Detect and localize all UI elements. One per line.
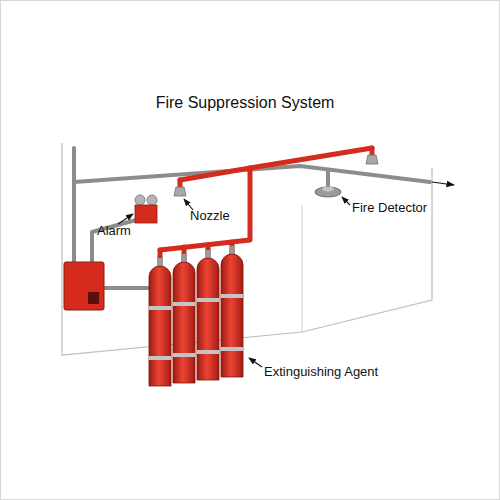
leader-arrow bbox=[249, 358, 262, 367]
cylinder-strap bbox=[149, 306, 171, 310]
gas-cylinder bbox=[197, 258, 219, 380]
cylinder-strap bbox=[197, 350, 219, 354]
gas-cylinder bbox=[173, 262, 195, 383]
alarm-bell bbox=[147, 195, 157, 205]
discharge-pipe bbox=[370, 148, 375, 155]
leader-arrow bbox=[118, 214, 133, 224]
conduit-pipe bbox=[92, 220, 136, 262]
cylinder-strap bbox=[221, 347, 243, 351]
room-corner-line bbox=[302, 205, 303, 332]
continuation-arrow bbox=[432, 182, 454, 185]
conduit-pipe bbox=[72, 148, 76, 262]
control-panel-symbol bbox=[64, 262, 104, 310]
conduit-pipe bbox=[104, 286, 149, 290]
discharge-pipe-group bbox=[160, 148, 372, 258]
discharge-pipe bbox=[180, 148, 372, 180]
part-label: Fire Detector bbox=[352, 201, 427, 216]
discharge-pipe bbox=[182, 247, 187, 254]
cylinder-strap bbox=[173, 302, 195, 306]
gas-cylinder bbox=[221, 254, 243, 377]
discharge-pipe bbox=[160, 168, 250, 250]
part-label: Nozzle bbox=[190, 209, 230, 224]
discharge-pipe bbox=[206, 245, 211, 250]
cylinder-strap bbox=[221, 294, 243, 298]
fire-detector-cap bbox=[322, 187, 334, 192]
control-panel-window bbox=[88, 292, 99, 304]
nozzle-symbol bbox=[366, 155, 378, 164]
discharge-pipe bbox=[158, 250, 163, 258]
part-label: Extinguishing Agent bbox=[264, 365, 378, 380]
conduit-pipe bbox=[326, 170, 330, 188]
cylinder-strap bbox=[173, 353, 195, 357]
alarm-bell bbox=[135, 195, 145, 205]
room-wall-outline bbox=[62, 143, 432, 355]
leader-arrow bbox=[342, 197, 350, 205]
conduit-group bbox=[74, 148, 430, 288]
nozzle-symbol bbox=[174, 187, 186, 196]
diagram-title: Fire Suppression System bbox=[0, 94, 490, 112]
discharge-pipe bbox=[178, 180, 183, 187]
alarm-symbol bbox=[135, 205, 157, 223]
cylinder-strap bbox=[197, 298, 219, 302]
gas-cylinder bbox=[149, 266, 171, 386]
fire-detector-symbol bbox=[315, 187, 341, 197]
discharge-pipe bbox=[230, 242, 235, 246]
cylinder-group bbox=[149, 246, 243, 386]
part-label: Alarm bbox=[97, 224, 131, 239]
leader-group bbox=[118, 197, 350, 367]
cylinder-strap bbox=[149, 356, 171, 360]
